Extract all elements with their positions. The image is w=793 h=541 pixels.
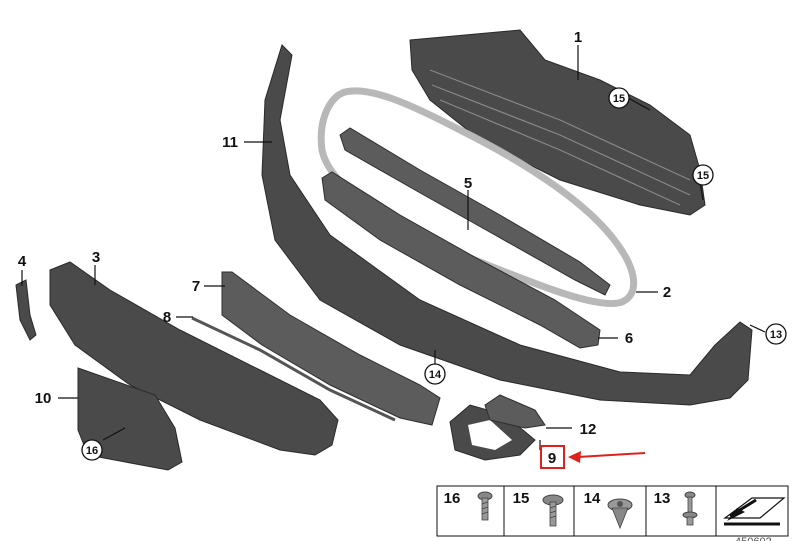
callout-13: 13 [770, 329, 782, 341]
callout-16-circle: 16 [81, 439, 103, 461]
washer-screw-icon [542, 494, 564, 527]
part-2-grille-frame [317, 87, 638, 308]
callout-1: 1 [574, 29, 582, 46]
legend-number-13: 13 [654, 490, 671, 507]
part-5-inner-grille [339, 127, 611, 296]
callout-8: 8 [163, 309, 171, 326]
part-10-license-plate-base [77, 367, 183, 471]
callout-14: 14 [429, 369, 442, 381]
legend-number-16: 16 [444, 490, 461, 507]
callout-15a-circle: 15 [608, 87, 630, 109]
callout-15b: 15 [697, 170, 709, 182]
fastener-legend: 16 15 14 13 [436, 485, 789, 537]
part-8-trim-strip [191, 316, 396, 422]
callout-4: 4 [18, 253, 27, 270]
callout-9: 9 [548, 450, 556, 467]
callout-11: 11 [222, 134, 238, 151]
callout-5: 5 [464, 175, 472, 192]
legend-item-16: 16 [444, 490, 493, 521]
part-12-fog-lamp-cover [449, 394, 546, 461]
callout-9-highlight-box [540, 445, 565, 469]
callout-16: 16 [86, 445, 98, 457]
part-4-side-cover [15, 279, 37, 341]
expanding-nut-icon [607, 498, 633, 530]
callout-2: 2 [663, 284, 671, 301]
diagram-reference-number: 450602 [735, 536, 772, 541]
callout-13-circle: 13 [765, 323, 787, 345]
callout-7: 7 [192, 278, 200, 295]
callout-15a: 15 [613, 93, 625, 105]
part-6-lower-grille [321, 171, 601, 349]
callout-14-circle: 14 [424, 363, 446, 385]
callout-3: 3 [92, 249, 100, 266]
part-1-upper-grille [409, 29, 706, 216]
callout-12: 12 [580, 421, 597, 438]
legend-number-14: 14 [584, 490, 601, 507]
legend-item-15: 15 [513, 490, 564, 527]
callout-15b-circle: 15 [692, 164, 714, 186]
legend-item-13: 13 [654, 490, 698, 526]
legend-item-14: 14 [584, 490, 633, 530]
part-11-bumper-panel [261, 44, 753, 406]
screw-icon [477, 491, 493, 521]
part-7-mesh-grille [221, 271, 441, 426]
highlight-arrow [577, 452, 646, 458]
arrow-symbol-icon [723, 497, 786, 526]
screw-with-clip-icon [682, 491, 698, 526]
part-3-front-spoiler [49, 261, 339, 456]
callout-10: 10 [35, 390, 52, 407]
legend-number-15: 15 [513, 490, 530, 507]
highlight-arrow-head [568, 451, 581, 463]
callout-6: 6 [625, 330, 633, 347]
